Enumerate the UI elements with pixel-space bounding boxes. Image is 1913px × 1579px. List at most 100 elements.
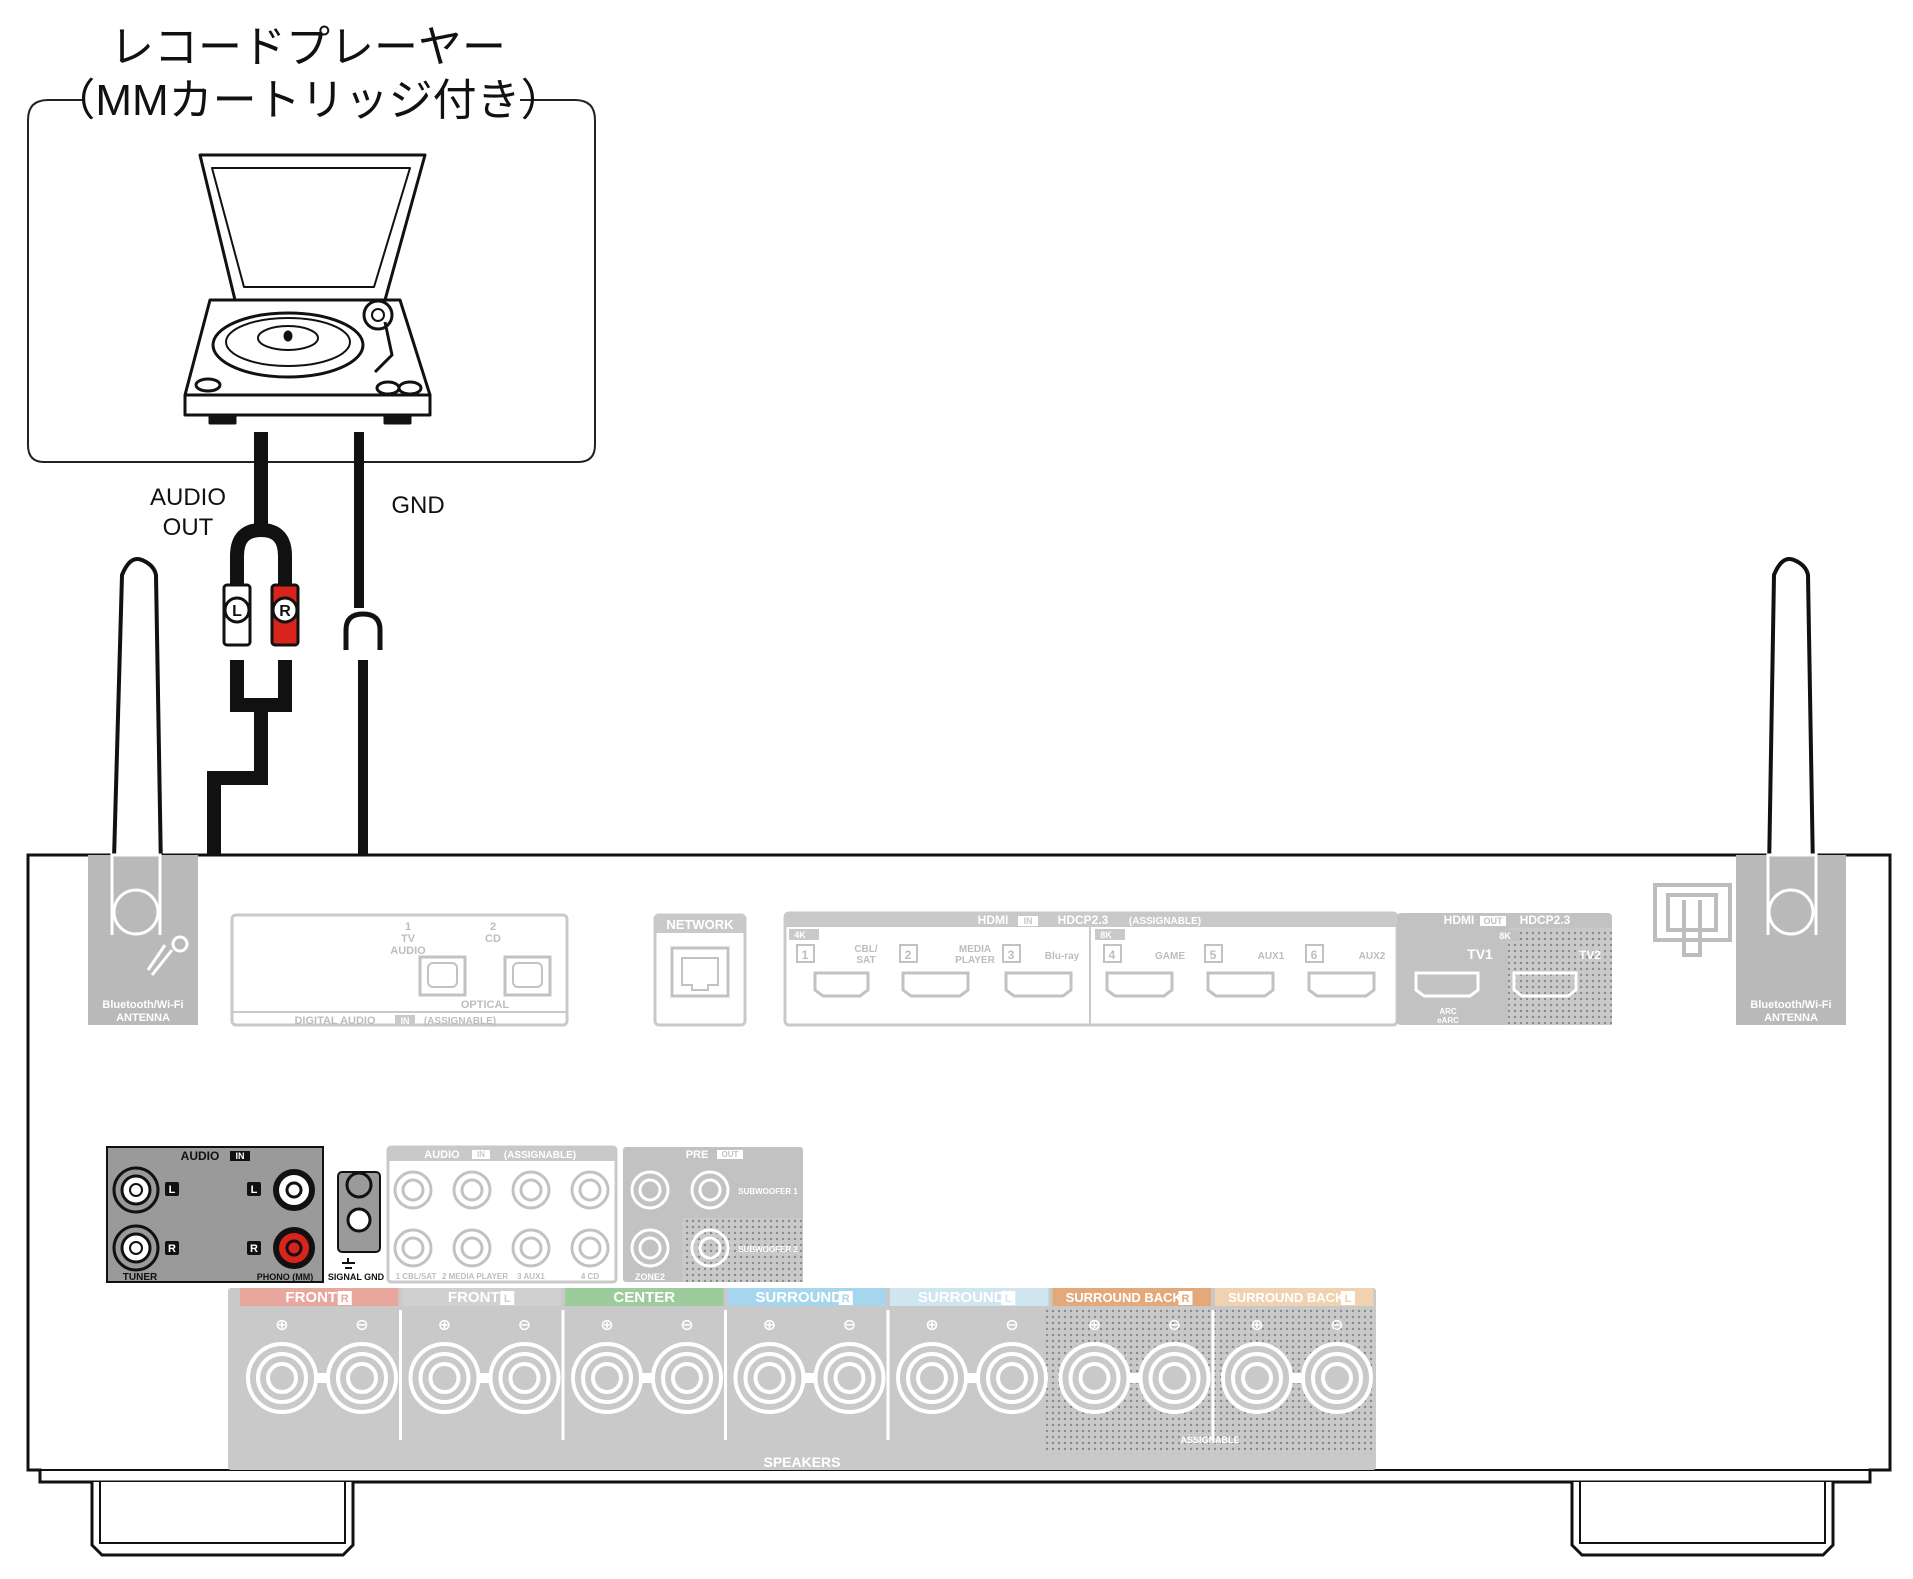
speaker-label-surround-back-r: SURROUND BACK <box>1066 1290 1183 1305</box>
optical-port-2 <box>503 955 552 997</box>
svg-text:ASSIGNABLE: ASSIGNABLE <box>1180 1435 1239 1445</box>
svg-text:GAME: GAME <box>1155 951 1185 962</box>
terminal-bridge <box>966 1373 978 1383</box>
audio-out-label-line1: AUDIO <box>150 484 226 511</box>
svg-text:CD: CD <box>485 933 501 945</box>
svg-text:ARC: ARC <box>1439 1007 1457 1016</box>
receiver-foot-left <box>90 1482 355 1557</box>
svg-text:IN: IN <box>477 1150 485 1159</box>
svg-text:AUDIO: AUDIO <box>424 1149 460 1161</box>
svg-text:1 CBL/SAT: 1 CBL/SAT <box>396 1272 437 1281</box>
svg-text:L: L <box>169 1184 176 1196</box>
speaker-terminal-ring <box>1148 1352 1201 1404</box>
svg-text:AUX1: AUX1 <box>1258 951 1285 962</box>
device-title-line2: （MMカートリッジ付き） <box>51 76 564 125</box>
svg-text:Blu-ray: Blu-ray <box>1045 951 1080 962</box>
speaker-terminal-ring <box>996 1362 1028 1394</box>
svg-text:TUNER: TUNER <box>123 1272 158 1283</box>
minus-icon: ⊖ <box>1168 1315 1181 1334</box>
speaker-terminal-ring <box>906 1352 958 1404</box>
svg-text:3: 3 <box>1008 948 1015 962</box>
speaker-side-badge <box>337 1291 352 1305</box>
svg-text:CBL/: CBL/ <box>854 944 878 955</box>
svg-text:(ASSIGNABLE): (ASSIGNABLE) <box>1129 916 1201 927</box>
device-title-line1: レコードプレーヤー <box>110 23 506 72</box>
svg-text:MEDIA: MEDIA <box>959 944 991 955</box>
speaker-terminal-ring <box>1231 1352 1283 1404</box>
speaker-label-center: CENTER <box>613 1289 675 1306</box>
speaker-terminal-ring <box>986 1352 1038 1404</box>
phono-l-jack <box>273 1169 315 1211</box>
plus-icon: ⊕ <box>763 1315 776 1334</box>
minus-icon: ⊖ <box>1330 1315 1343 1334</box>
speaker-side-label: R <box>1181 1293 1189 1305</box>
svg-text:2: 2 <box>490 921 496 933</box>
gnd-terminal-plug <box>343 611 383 650</box>
terminal-bridge <box>641 1373 653 1383</box>
speaker-side-label: R <box>842 1293 850 1305</box>
svg-text:ANTENNA: ANTENNA <box>1764 1012 1818 1024</box>
pre-out-group: PRE OUT SUBWOOFER 1 SUBWOOFER 2 ZONE2 <box>623 1147 803 1282</box>
svg-text:PRE: PRE <box>686 1149 709 1161</box>
svg-text:PLAYER: PLAYER <box>955 955 995 966</box>
speaker-terminal-ring <box>336 1352 388 1404</box>
speaker-terminal-ring <box>498 1352 551 1404</box>
speaker-terminal-ring <box>916 1362 948 1394</box>
turntable-icon <box>183 153 432 425</box>
speaker-terminal-ring <box>346 1362 378 1394</box>
svg-text:R: R <box>279 603 291 620</box>
turntable-callout <box>27 99 596 463</box>
svg-text:AUDIO: AUDIO <box>181 1149 220 1163</box>
hdmi-in-5: 5 AUX1 <box>1204 944 1285 998</box>
speaker-terminal-ring <box>256 1352 308 1404</box>
speaker-side-badge <box>500 1291 515 1305</box>
speaker-side-label: R <box>341 1293 349 1305</box>
svg-text:(ASSIGNABLE): (ASSIGNABLE) <box>424 1016 496 1027</box>
svg-text:1: 1 <box>802 948 809 962</box>
speaker-terminal-ring <box>671 1362 703 1394</box>
svg-text:PHONO (MM): PHONO (MM) <box>257 1272 314 1282</box>
svg-text:HDCP2.3: HDCP2.3 <box>1520 913 1571 927</box>
svg-text:OUT: OUT <box>722 1150 739 1159</box>
svg-text:SPEAKERS: SPEAKERS <box>763 1454 840 1470</box>
rca-plug-l: L <box>222 583 252 647</box>
svg-text:8K: 8K <box>1100 930 1112 940</box>
plus-icon: ⊕ <box>1250 1315 1263 1334</box>
rca-plug-r: R <box>270 583 300 647</box>
speaker-terminal-ring <box>661 1352 713 1404</box>
svg-text:5: 5 <box>1210 948 1217 962</box>
optical-port-1 <box>418 955 467 997</box>
speaker-header-front-r <box>240 1288 399 1306</box>
audio-in-assignable-group: AUDIO IN (ASSIGNABLE) 1 CBL/SAT 2 MEDIA … <box>386 1145 618 1284</box>
svg-text:DIGITAL AUDIO: DIGITAL AUDIO <box>294 1015 376 1027</box>
speaker-terminal-ring <box>753 1362 786 1394</box>
svg-text:(ASSIGNABLE): (ASSIGNABLE) <box>504 1150 576 1161</box>
speaker-terminal-ring <box>1078 1362 1111 1394</box>
svg-text:4 CD: 4 CD <box>581 1272 599 1281</box>
speaker-side-badge <box>838 1291 853 1305</box>
plus-icon: ⊕ <box>1088 1315 1101 1334</box>
speaker-terminal-ring <box>581 1352 633 1404</box>
speaker-side-badge <box>1001 1291 1016 1305</box>
speaker-label-surround-r: SURROUND <box>755 1289 842 1306</box>
svg-text:HDMI: HDMI <box>978 913 1009 927</box>
hdmi-in-group: HDMI IN HDCP2.3 (ASSIGNABLE) 4K 8K 1 CBL… <box>783 911 1399 1027</box>
minus-icon: ⊖ <box>1005 1315 1018 1334</box>
svg-text:L: L <box>251 1184 258 1196</box>
tuner-l-jack <box>112 1166 160 1214</box>
speaker-label-surround-back-l: SURROUND BACK <box>1228 1290 1345 1305</box>
svg-text:TV: TV <box>401 933 416 945</box>
minus-icon: ⊖ <box>843 1315 856 1334</box>
minus-icon: ⊖ <box>518 1315 531 1334</box>
antenna-left: Bluetooth/Wi-Fi ANTENNA <box>88 557 198 1025</box>
network-port: NETWORK <box>653 913 747 1027</box>
plus-icon: ⊕ <box>600 1315 613 1334</box>
speaker-side-label: L <box>1005 1293 1012 1305</box>
hdmi-in-2: 2 MEDIA PLAYER <box>899 944 996 998</box>
svg-text:6: 6 <box>1311 948 1318 962</box>
hdmi-in-3: 3 Blu-ray <box>1002 944 1080 998</box>
svg-text:AUDIO: AUDIO <box>390 945 426 957</box>
svg-text:NETWORK: NETWORK <box>666 917 734 932</box>
digital-audio-group: 1 TV AUDIO 2 CD OPTICAL DIGITAL AUDIO IN… <box>230 913 569 1027</box>
